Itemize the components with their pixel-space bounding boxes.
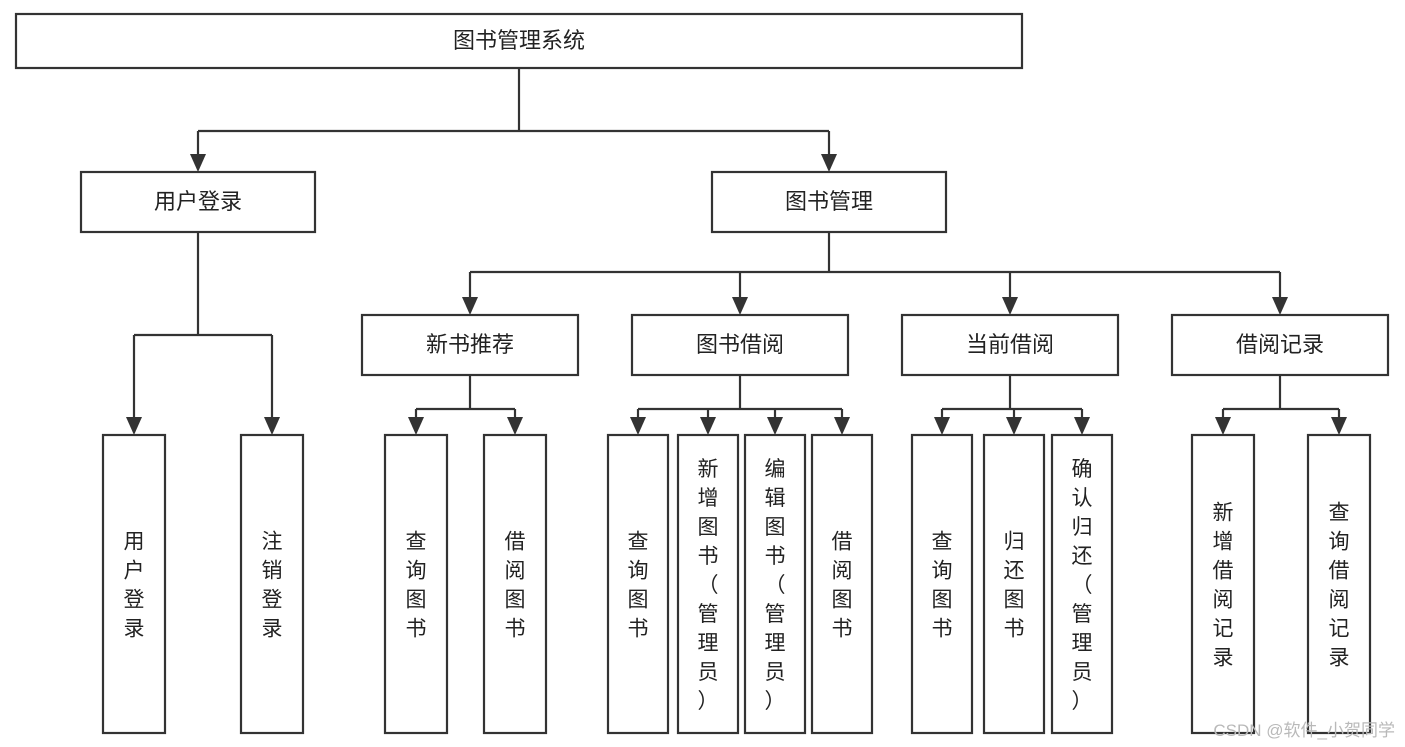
node-new-book-recommend[interactable]: 新书推荐 xyxy=(360,313,580,377)
node-box-leaf-return-book xyxy=(982,433,1046,735)
node-label-book-borrow: 图书借阅 xyxy=(696,332,784,357)
node-box-book-management xyxy=(710,170,948,234)
arrowhead-leaf-confirm-return xyxy=(1074,417,1090,435)
node-label-new-book-recommend: 新书推荐 xyxy=(426,332,514,357)
node-leaf-edit-book[interactable]: 编辑图书（管理员） xyxy=(743,433,807,735)
arrowhead-leaf-edit-book xyxy=(767,417,783,435)
node-label-root: 图书管理系统 xyxy=(453,28,585,53)
node-current-borrow[interactable]: 当前借阅 xyxy=(900,313,1120,377)
arrowhead-borrow-records xyxy=(1272,297,1288,315)
node-label-borrow-records: 借阅记录 xyxy=(1236,332,1324,357)
node-book-borrow[interactable]: 图书借阅 xyxy=(630,313,850,377)
node-leaf-query-book-rec[interactable]: 查询图书 xyxy=(383,433,449,735)
node-box-leaf-query-book-rec xyxy=(383,433,449,735)
node-leaf-borrow-book-rec[interactable]: 借阅图书 xyxy=(482,433,548,735)
node-leaf-add-record[interactable]: 新增借阅记录 xyxy=(1190,433,1256,735)
node-label-book-management: 图书管理 xyxy=(785,189,873,214)
node-label-leaf-borrow-book: 借阅图书 xyxy=(832,531,853,641)
node-user-login[interactable]: 用户登录 xyxy=(79,170,317,234)
node-box-user-login xyxy=(79,170,317,234)
node-label-leaf-query-book-current: 查询图书 xyxy=(932,531,953,641)
node-box-new-book-recommend xyxy=(360,313,580,377)
connector-layer xyxy=(126,68,1347,435)
node-book-management[interactable]: 图书管理 xyxy=(710,170,948,234)
arrowhead-book-borrow xyxy=(732,297,748,315)
node-box-root xyxy=(14,12,1024,70)
node-label-leaf-add-record: 新增借阅记录 xyxy=(1213,502,1234,670)
node-leaf-borrow-book[interactable]: 借阅图书 xyxy=(810,433,874,735)
node-box-leaf-borrow-book xyxy=(810,433,874,735)
node-leaf-query-record[interactable]: 查询借阅记录 xyxy=(1306,433,1372,735)
arrowhead-leaf-query-book-rec xyxy=(408,417,424,435)
node-leaf-return-book[interactable]: 归还图书 xyxy=(982,433,1046,735)
node-borrow-records[interactable]: 借阅记录 xyxy=(1170,313,1390,377)
arrowhead-leaf-return-book xyxy=(1006,417,1022,435)
node-layer: 图书管理系统用户登录图书管理新书推荐图书借阅当前借阅借阅记录用户登录注销登录查询… xyxy=(14,12,1390,735)
node-label-leaf-edit-book: 编辑图书（管理员） xyxy=(765,458,786,713)
node-label-leaf-add-book: 新增图书（管理员） xyxy=(698,458,719,713)
node-leaf-query-book-current[interactable]: 查询图书 xyxy=(910,433,974,735)
arrowhead-leaf-add-book xyxy=(700,417,716,435)
node-label-leaf-borrow-book-rec: 借阅图书 xyxy=(505,531,526,641)
node-leaf-add-book[interactable]: 新增图书（管理员） xyxy=(676,433,740,735)
arrowhead-book-management xyxy=(821,154,837,172)
arrowhead-user-login xyxy=(190,154,206,172)
arrowhead-leaf-logout xyxy=(264,417,280,435)
node-box-leaf-query-record xyxy=(1306,433,1372,735)
node-leaf-logout[interactable]: 注销登录 xyxy=(239,433,305,735)
node-label-leaf-user-login: 用户登录 xyxy=(124,531,145,641)
node-label-leaf-logout: 注销登录 xyxy=(262,531,283,641)
node-label-leaf-return-book: 归还图书 xyxy=(1004,531,1025,641)
arrowhead-current-borrow xyxy=(1002,297,1018,315)
arrowhead-leaf-borrow-book-rec xyxy=(507,417,523,435)
node-label-leaf-query-book-rec: 查询图书 xyxy=(406,531,427,641)
arrowhead-leaf-query-book-borrow xyxy=(630,417,646,435)
node-box-book-borrow xyxy=(630,313,850,377)
arrowhead-leaf-query-record xyxy=(1331,417,1347,435)
arrowhead-leaf-query-book-current xyxy=(934,417,950,435)
node-leaf-query-book-borrow[interactable]: 查询图书 xyxy=(606,433,670,735)
node-leaf-user-login[interactable]: 用户登录 xyxy=(101,433,167,735)
node-box-leaf-edit-book xyxy=(743,433,807,735)
node-box-leaf-query-book-borrow xyxy=(606,433,670,735)
node-box-leaf-add-record xyxy=(1190,433,1256,735)
arrowhead-new-book-recommend xyxy=(462,297,478,315)
node-label-current-borrow: 当前借阅 xyxy=(966,332,1054,357)
node-box-leaf-confirm-return xyxy=(1050,433,1114,735)
node-root[interactable]: 图书管理系统 xyxy=(14,12,1024,70)
node-box-leaf-logout xyxy=(239,433,305,735)
node-label-leaf-query-record: 查询借阅记录 xyxy=(1329,502,1350,670)
node-label-leaf-query-book-borrow: 查询图书 xyxy=(628,531,649,641)
node-box-leaf-user-login xyxy=(101,433,167,735)
node-box-current-borrow xyxy=(900,313,1120,377)
node-box-borrow-records xyxy=(1170,313,1390,377)
node-box-leaf-add-book xyxy=(676,433,740,735)
node-box-leaf-query-book-current xyxy=(910,433,974,735)
arrowhead-leaf-borrow-book xyxy=(834,417,850,435)
node-box-leaf-borrow-book-rec xyxy=(482,433,548,735)
arrowhead-leaf-add-record xyxy=(1215,417,1231,435)
node-label-user-login: 用户登录 xyxy=(154,189,242,214)
node-leaf-confirm-return[interactable]: 确认归还（管理员） xyxy=(1050,433,1114,735)
node-label-leaf-confirm-return: 确认归还（管理员） xyxy=(1072,458,1093,713)
arrowhead-leaf-user-login xyxy=(126,417,142,435)
